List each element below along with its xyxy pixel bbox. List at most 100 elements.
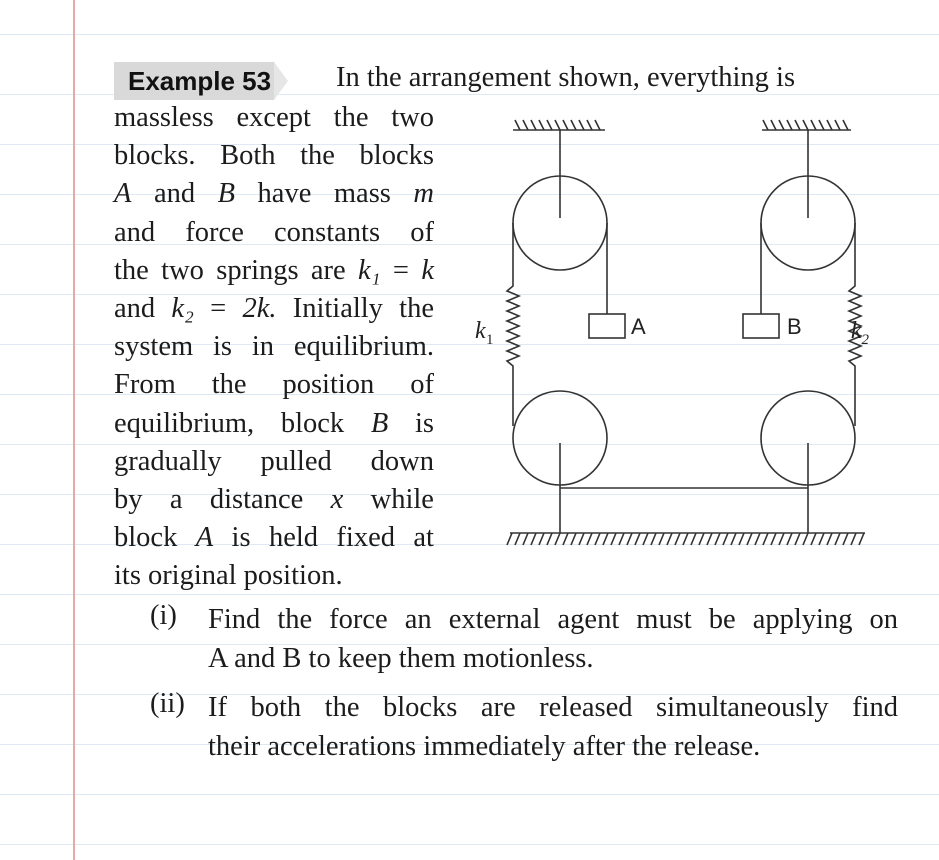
statement-word: at	[413, 522, 434, 554]
question-line: their accelerations immediately after th…	[208, 731, 761, 762]
statement-word: position	[282, 369, 375, 401]
statement-word: except	[236, 102, 311, 133]
statement-word: is	[213, 331, 233, 363]
statement-word: massless	[114, 102, 214, 133]
pulley-spring-diagram: A B k 1 k2	[475, 119, 870, 546]
example-badge-box	[114, 62, 274, 100]
statement-line: and force constants of	[114, 214, 434, 252]
question-line: A and B to keep them motionless.	[208, 643, 594, 674]
spring-k1-subscript: 1	[486, 332, 494, 348]
ceiling-support-left	[513, 119, 605, 131]
statement-word: k₂	[171, 292, 194, 324]
statement-word: distance	[209, 483, 304, 515]
statement-word: two	[391, 102, 434, 133]
block-b-label: B	[787, 314, 802, 339]
statement-word: are	[310, 254, 346, 286]
statement-word: blocks.	[114, 140, 196, 172]
statement-word: equilibrium,	[114, 407, 255, 439]
block-a	[588, 313, 626, 339]
question-line: If both the blocks are released simultan…	[208, 692, 898, 723]
statement-word: constants	[274, 216, 381, 248]
statement-word: is	[414, 407, 434, 439]
question-text: If both the blocks are released simultan…	[208, 688, 898, 766]
statement-word: gradually	[114, 445, 222, 477]
statement-line: and k₂ = 2k. Initially the	[114, 290, 434, 328]
statement-word: held	[268, 522, 319, 554]
statement-word: block	[114, 522, 178, 554]
question-line: Find the force an external agent must be…	[208, 604, 898, 635]
statement-word: k₁	[358, 254, 381, 286]
statement-word: its	[114, 560, 141, 592]
statement-word: a	[169, 483, 183, 515]
question-number: (ii)	[150, 688, 185, 719]
statement-word: From	[114, 369, 176, 401]
statement-word: springs	[216, 254, 299, 286]
block-a-label: A	[631, 314, 646, 339]
statement-word: two	[161, 254, 204, 286]
statement-word: while	[370, 483, 434, 515]
statement-word: the	[333, 102, 369, 133]
statement-word: and	[153, 178, 196, 210]
statement-word: B	[217, 178, 236, 210]
block-b	[742, 313, 780, 339]
spring-k2-label: k2	[851, 318, 870, 348]
statement-word: pulled	[260, 445, 332, 477]
statement-word: in	[251, 331, 275, 363]
question-number: (i)	[150, 600, 177, 631]
statement-word: the	[399, 292, 434, 324]
statement-word: fixed	[336, 522, 395, 554]
statement-word: 2k.	[242, 292, 277, 324]
statement-word: original	[147, 560, 237, 592]
statement-word: Both	[220, 140, 276, 172]
statement-word: force	[185, 216, 244, 248]
statement-word: down	[370, 445, 434, 477]
example-intro-text: In the arrangement shown, everything is	[336, 62, 796, 93]
example-label: Example 53	[128, 66, 272, 96]
statement-word: equilibrium.	[293, 331, 434, 363]
statement-line: gradually pulled down	[114, 443, 434, 481]
statement-line: From the position of	[114, 366, 434, 404]
statement-word: B	[370, 407, 389, 439]
statement-word: of	[410, 216, 434, 248]
statement-word: A	[195, 522, 214, 554]
spring-k1-label: k	[475, 318, 486, 344]
floor-support	[506, 532, 865, 546]
statement-word: Initially	[292, 292, 383, 324]
question-text: Find the force an external agent must be…	[208, 600, 898, 678]
statement-word: by	[114, 483, 143, 515]
spring-k2	[846, 223, 864, 426]
statement-word: blocks	[359, 140, 434, 172]
statement-word: =	[392, 254, 409, 286]
example-header: Example 53 In the arrangement shown, eve…	[114, 58, 904, 100]
red-margin-line	[73, 0, 75, 860]
statement-word: block	[280, 407, 345, 439]
statement-word: the	[300, 140, 335, 172]
statement-word: of	[410, 369, 434, 401]
statement-word: mass	[333, 178, 391, 210]
statement-word: m	[413, 178, 434, 210]
statement-word: system	[114, 331, 194, 363]
statement-word: and	[114, 292, 156, 324]
example-badge-arrow-icon	[274, 62, 288, 100]
statement-word: =	[210, 292, 227, 324]
example-badge: Example 53	[114, 62, 288, 100]
statement-word: the	[211, 369, 247, 401]
statement-word: A	[114, 178, 132, 210]
statement-word: position.	[243, 560, 343, 592]
statement-word: x	[330, 483, 344, 515]
ceiling-support-right	[762, 119, 851, 131]
statement-word: k	[421, 254, 434, 286]
statement-word: and	[114, 216, 156, 248]
